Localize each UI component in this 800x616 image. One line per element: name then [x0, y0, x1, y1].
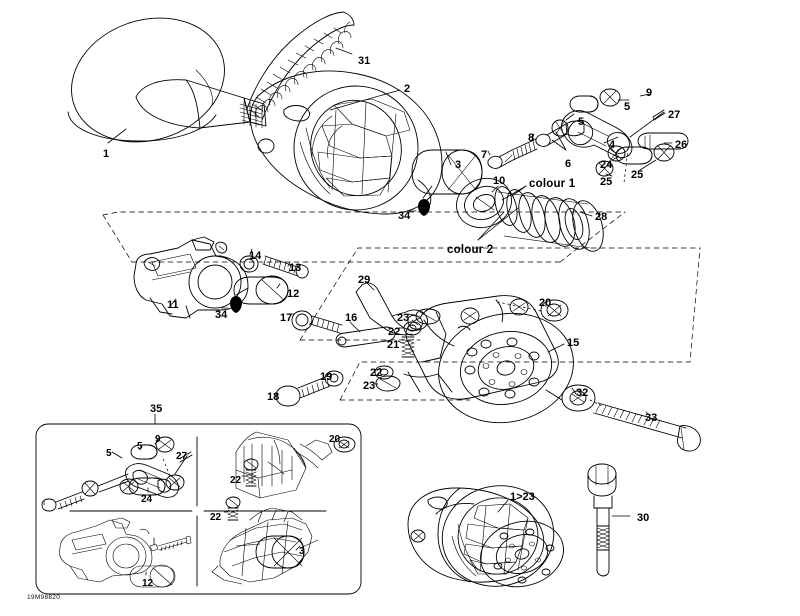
part-washer-32 — [545, 384, 596, 412]
part-spring-seat-10 — [456, 177, 512, 229]
inset-callout-22-a: 22 — [230, 475, 242, 486]
part-screw-17 — [290, 310, 343, 334]
callout-34-lower: 34 — [215, 309, 228, 321]
callout-14: 14 — [249, 250, 262, 262]
inset-detail-box-35 — [35, 413, 362, 595]
callout-6: 6 — [565, 158, 572, 170]
part-pin-34-lower — [221, 287, 249, 313]
assembled-pulley-1-23 — [407, 485, 564, 588]
callout-31: 31 — [358, 55, 371, 67]
part-hex-bolt-30 — [587, 463, 631, 577]
colour-leaders — [477, 185, 527, 241]
callout-30: 30 — [637, 512, 650, 524]
callout-4: 4 — [609, 139, 616, 151]
inset-callout-12: 12 — [142, 578, 154, 589]
part-lever-assembly-4 — [551, 88, 689, 184]
part-bushing-3 — [411, 149, 483, 195]
colour-note-2: colour 2 — [447, 244, 494, 256]
callout-32: 32 — [576, 387, 589, 399]
part-fixed-pulley-15 — [403, 295, 574, 424]
inset-callout-5-a: 5 — [106, 448, 112, 459]
belt-cogs — [250, 21, 352, 119]
callout-7: 7 — [481, 149, 488, 161]
callout-27: 27 — [668, 109, 681, 121]
callout-34-upper: 34 — [398, 210, 411, 222]
assembled-bolt-holes — [493, 528, 555, 584]
callout-20: 20 — [539, 297, 552, 309]
callout-28: 28 — [595, 211, 608, 223]
part-spacer-12 — [233, 275, 289, 305]
part-nut-20 — [497, 299, 569, 322]
part-bolt-33 — [589, 399, 701, 452]
inset-callout-24: 24 — [141, 494, 153, 505]
part-shaft-7-8-6 — [487, 120, 585, 169]
inset-thread-a — [59, 495, 83, 510]
thread-8 — [511, 138, 538, 161]
callout-22-a: 22 — [388, 326, 401, 338]
colour-note-1: colour 1 — [529, 178, 576, 190]
thread-33 — [595, 403, 661, 429]
inset-q4-bushing-install — [211, 507, 319, 585]
callout-12: 12 — [287, 288, 300, 300]
part-bolt-18-washer-19 — [275, 370, 344, 407]
part-washer-14 — [239, 248, 259, 273]
part-drive-belt-31 — [246, 11, 355, 121]
callout-11: 11 — [167, 299, 179, 311]
callout-5-b: 5 — [624, 101, 631, 113]
callout-23-a: 23 — [397, 312, 410, 324]
inset-q2-spring-install — [223, 431, 356, 521]
callout-33: 33 — [645, 412, 658, 424]
pulley-bolt-holes — [464, 337, 540, 399]
callout-5-a: 5 — [578, 116, 585, 128]
inset-callout-22-b: 22 — [210, 512, 222, 523]
callout-8: 8 — [528, 132, 535, 144]
thread-13 — [263, 256, 297, 274]
callout-13: 13 — [289, 262, 302, 274]
thread-18 — [301, 378, 330, 398]
callout-23-b: 23 — [363, 380, 376, 392]
callout-16: 16 — [345, 312, 358, 324]
inset-callout-27: 27 — [176, 451, 188, 462]
inset-callout-20: 20 — [329, 434, 341, 445]
inset-callout-9: 9 — [155, 434, 161, 445]
part-pin-34-upper — [408, 185, 433, 216]
callout-29: 29 — [358, 274, 371, 286]
callout-9: 9 — [646, 87, 653, 99]
callout-24: 24 — [600, 159, 613, 171]
callout-18: 18 — [267, 391, 280, 403]
callout-22-b: 22 — [370, 367, 383, 379]
assembled-vanes — [451, 503, 529, 577]
thread-17 — [311, 316, 340, 333]
callout-25-b: 25 — [631, 169, 644, 181]
callout-3: 3 — [455, 159, 462, 171]
inset-q1-lever — [41, 436, 193, 512]
governor-cup-vanes — [299, 98, 411, 197]
callout-25-a: 25 — [600, 176, 613, 188]
callout-21: 21 — [387, 339, 400, 351]
inset-callout-3: 3 — [299, 546, 305, 557]
part-compression-spring-28 — [494, 186, 604, 252]
sheet-reference-code: 19M98820 — [27, 594, 61, 601]
thread-30 — [596, 527, 610, 549]
inset-callout-5-b: 5 — [137, 441, 143, 452]
callout-range-1-23: 1>23 — [510, 491, 535, 503]
callout-2: 2 — [404, 83, 411, 95]
assembly-plane-guides — [102, 211, 701, 401]
callout-17: 17 — [280, 312, 293, 324]
callout-35: 35 — [150, 403, 163, 415]
part-screw-13 — [262, 255, 309, 279]
inset-q3-housing-spacer — [59, 517, 192, 588]
spring-coils — [494, 186, 604, 252]
callout-1: 1 — [103, 148, 110, 160]
part-governor-cup-2 — [250, 70, 443, 215]
part-support-housing-11 — [133, 236, 249, 319]
callout-15: 15 — [567, 337, 580, 349]
part-pin-16 — [335, 321, 396, 348]
callout-26: 26 — [675, 139, 688, 151]
part-sliding-sheave-1 — [67, 17, 267, 144]
callout-19: 19 — [320, 371, 333, 383]
callout-10: 10 — [493, 175, 506, 187]
